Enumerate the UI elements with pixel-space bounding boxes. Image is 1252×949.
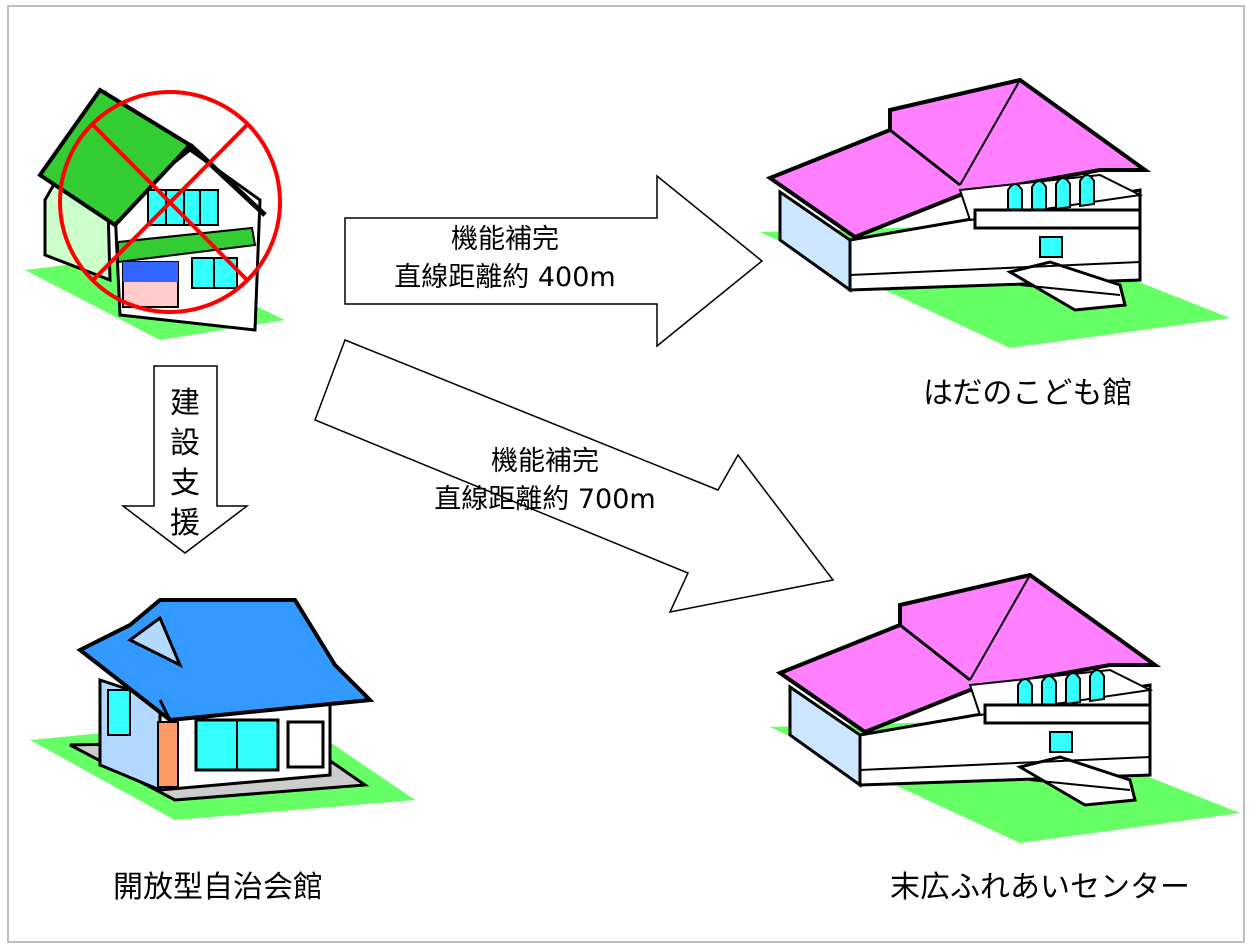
arrow-700m-label: 機能補完 直線距離約 700m [420,443,670,519]
support-char-4: 援 [170,506,200,541]
suehiro-center-caption: 末広ふれあいセンター [890,870,1190,905]
arrow-700m-line2: 直線距離約 700m [434,484,656,515]
suehiro-center-building-icon [770,572,1240,843]
support-vertical-label: 建 設 支 援 [168,384,202,544]
arrow-right-400m [344,174,764,348]
arrow-700m-line1: 機能補完 [491,446,599,477]
arrow-down-support [120,365,250,554]
kodomo-kan-building-icon [760,77,1230,348]
support-char-1: 建 [170,386,200,421]
arrow-400m-line2: 直線距離約 400m [394,262,616,293]
kodomo-kan-caption: はだのこども館 [923,376,1133,411]
prohibited-cross-icon [58,90,282,314]
arrow-400m-line1: 機能補完 [451,224,559,255]
jichi-kaikan-building-icon [30,598,415,820]
support-char-2: 設 [170,426,200,461]
arrow-diagonal-700m [314,339,835,614]
jichi-kaikan-caption: 開放型自治会館 [113,870,323,905]
arrow-400m-label: 機能補完 直線距離約 400m [385,221,625,297]
support-char-3: 支 [170,466,200,501]
